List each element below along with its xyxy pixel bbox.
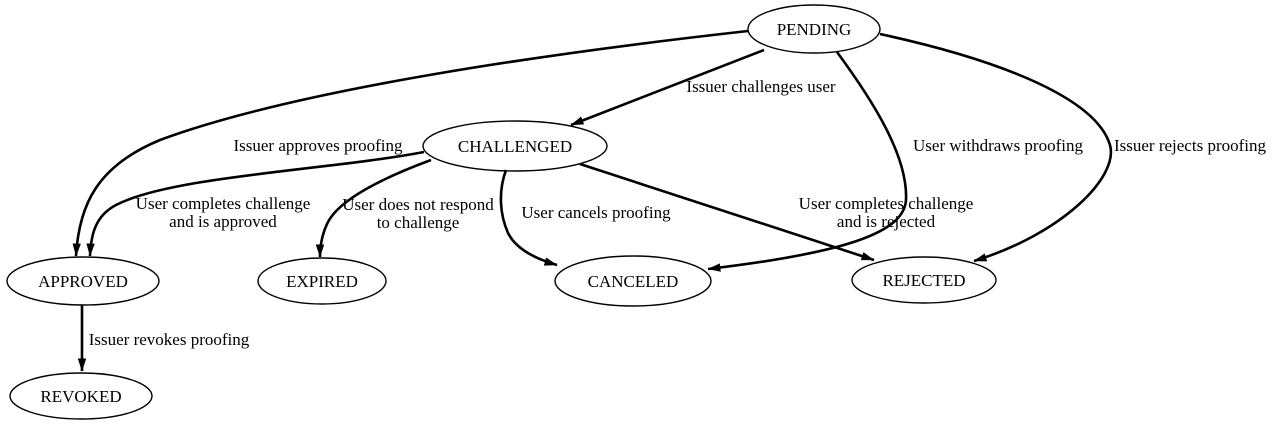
node-canceled-label: CANCELED xyxy=(588,272,679,291)
edge-label-user-withdraws-proofing: User withdraws proofing xyxy=(913,136,1083,155)
node-challenged: CHALLENGED xyxy=(422,120,608,172)
edge-challenged-to-expired xyxy=(315,158,432,258)
node-approved-shape xyxy=(6,256,160,306)
node-revoked: REVOKED xyxy=(9,372,153,420)
edge-label-user-completes-challenge-rejected-line1: User completes challenge xyxy=(799,194,974,213)
edge-label-issuer-revokes-proofing: Issuer revokes proofing xyxy=(89,330,250,349)
node-approved: APPROVED xyxy=(6,256,160,306)
node-pending: PENDING xyxy=(747,4,881,54)
node-challenged-shape xyxy=(422,120,608,172)
edge-pending-to-canceled xyxy=(707,51,908,272)
nodes-layer: PENDING CHALLENGED APPROVED EXPIRED CANC… xyxy=(6,4,997,420)
node-expired: EXPIRED xyxy=(257,257,387,305)
node-expired-shape xyxy=(257,257,387,305)
edge-label-user-completes-challenge-approved-line1: User completes challenge xyxy=(136,194,311,213)
edges-layer xyxy=(72,29,1113,372)
node-pending-shape xyxy=(747,4,881,54)
node-challenged-label: CHALLENGED xyxy=(458,137,572,156)
node-rejected-label: REJECTED xyxy=(882,271,965,290)
edge-label-issuer-approves-proofing: Issuer approves proofing xyxy=(233,136,403,155)
edge-challenged-to-approved xyxy=(86,150,425,257)
node-pending-label: PENDING xyxy=(777,20,852,39)
edge-challenged-to-rejected xyxy=(579,162,875,262)
edge-pending-to-approved xyxy=(72,29,749,257)
node-approved-label: APPROVED xyxy=(38,272,128,291)
node-canceled-shape xyxy=(554,255,712,307)
edge-label-user-completes-challenge-approved-line2: and is approved xyxy=(169,212,277,231)
edge-pending-to-challenged xyxy=(570,48,765,127)
node-revoked-shape xyxy=(9,372,153,420)
edge-label-user-completes-challenge-rejected-line2: and is rejected xyxy=(837,212,936,231)
edge-label-user-does-not-respond-line1: User does not respond xyxy=(342,195,494,214)
node-rejected-shape xyxy=(851,256,997,304)
edge-label-user-cancels-proofing: User cancels proofing xyxy=(521,203,671,222)
edge-labels-layer: Issuer challenges user Issuer approves p… xyxy=(89,77,1267,349)
node-expired-label: EXPIRED xyxy=(286,272,358,291)
edge-label-issuer-rejects-proofing: Issuer rejects proofing xyxy=(1114,136,1267,155)
node-canceled: CANCELED xyxy=(554,255,712,307)
edge-label-issuer-challenges-user: Issuer challenges user xyxy=(686,77,836,96)
edge-challenged-to-canceled xyxy=(499,169,558,267)
edge-label-user-does-not-respond-line2: to challenge xyxy=(377,213,460,232)
edge-pending-to-rejected xyxy=(879,32,1113,263)
node-revoked-label: REVOKED xyxy=(40,387,121,406)
node-rejected: REJECTED xyxy=(851,256,997,304)
